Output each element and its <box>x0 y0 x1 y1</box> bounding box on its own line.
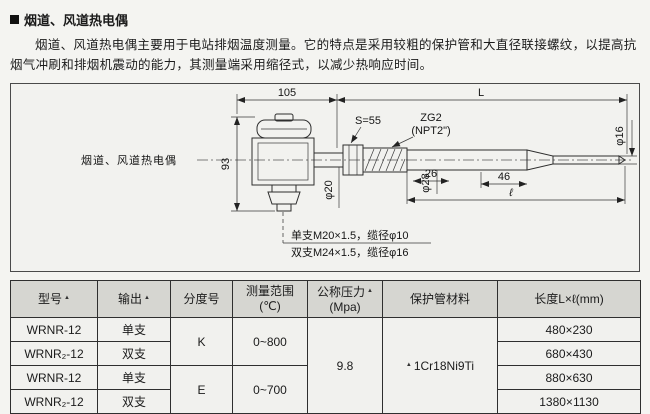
table-row: WRNR₂-12 双支 1380×1130 <box>10 389 641 414</box>
cell-model: WRNR-12 <box>10 365 98 390</box>
scan-artifact: ▲ <box>367 287 373 294</box>
section-title-text: 烟道、风道热电偶 <box>24 13 129 28</box>
col-header-material: 保护管材料 <box>382 280 498 318</box>
section-title: 烟道、风道热电偶 <box>10 10 640 29</box>
cell-output: 双支 <box>97 341 171 366</box>
cell-length: 480×230 <box>497 317 641 342</box>
probe-assembly <box>313 144 626 176</box>
dim-phi16: φ16 <box>614 126 626 145</box>
cell-length: 1380×1130 <box>497 389 641 414</box>
note-double-core: 双支M24×1.5，缆径φ16 <box>291 246 408 259</box>
dim-L: L <box>478 87 484 99</box>
scan-artifact: ▲ <box>144 295 150 301</box>
col-header-pressure: 公称压力▲ (Mpa) <box>307 280 383 318</box>
thermocouple-figure: 烟道、风道热电偶 <box>10 83 640 272</box>
cable-gland-notes: 单支M20×1.5，缆径φ10 双支M24×1.5，缆径φ16 <box>282 212 431 259</box>
cell-length: 680×430 <box>497 341 641 366</box>
dim-phi20: φ20 <box>323 180 335 199</box>
cell-length: 880×630 <box>497 365 641 390</box>
diagram-caption: 烟道、风道热电偶 <box>81 153 177 167</box>
dim-93: 93 <box>220 158 232 170</box>
dim-105: 105 <box>278 87 296 99</box>
table-row: WRNR-12 单支 K 0~800 9.8 ▲1Cr18Ni9Ti 480×2… <box>10 317 641 414</box>
spec-table: 型号▲ 输出▲ 分度号 测量范围 (℃) 公称压力▲ (Mpa) 保护管材料 长… <box>10 280 641 414</box>
cell-output: 单支 <box>97 365 171 390</box>
cell-output: 单支 <box>97 317 171 342</box>
col-header-output: 输出▲ <box>97 280 171 318</box>
cell-range-e: 0~700 <box>232 365 308 414</box>
col-header-range: 测量范围 (℃) <box>232 280 308 318</box>
intro-paragraph: 烟道、风道热电偶主要用于电站排烟温度测量。它的特点是采用较粗的保护管和大直径联接… <box>10 38 637 72</box>
cell-graduation-k: K <box>170 317 233 366</box>
dim-ell: ℓ <box>508 187 513 199</box>
cell-model: WRNR₂-12 <box>10 341 98 366</box>
cell-model: WRNR₂-12 <box>10 389 98 414</box>
cell-output: 双支 <box>97 389 171 414</box>
thermocouple-head <box>251 113 315 212</box>
cell-range-k: 0~800 <box>232 317 308 366</box>
cell-material: ▲1Cr18Ni9Ti <box>382 317 498 414</box>
scan-artifact: ▲ <box>405 361 412 368</box>
col-header-model: 型号▲ <box>10 280 98 318</box>
table-row: WRNR-12 单支 E 0~700 880×630 <box>10 365 641 414</box>
thermocouple-drawing: 烟道、风道热电偶 <box>81 87 637 259</box>
section-marker-icon <box>10 15 19 24</box>
cell-graduation-e: E <box>170 365 233 414</box>
table-row: WRNR₂-12 双支 680×430 <box>10 341 641 366</box>
cell-model: WRNR-12 <box>10 317 98 342</box>
thread-hatch <box>364 148 406 172</box>
label-npt2: (NPT2") <box>411 125 450 137</box>
dim-s55: S=55 <box>355 115 381 127</box>
dimensions: 105 L 93 S=55 ZG2 (NPT2") φ16 <box>220 87 637 212</box>
dim-46: 46 <box>498 171 510 183</box>
table-header-row: 型号▲ 输出▲ 分度号 测量范围 (℃) 公称压力▲ (Mpa) 保护管材料 长… <box>10 280 641 318</box>
note-single-core: 单支M20×1.5，缆径φ10 <box>291 229 408 242</box>
col-header-length: 长度L×ℓ(mm) <box>497 280 641 318</box>
scan-artifact: ▲ <box>64 295 70 301</box>
label-zg2: ZG2 <box>420 112 441 124</box>
col-header-graduation: 分度号 <box>170 280 233 318</box>
cell-pressure: 9.8 <box>307 317 383 414</box>
dim-26: 26 <box>425 168 437 180</box>
